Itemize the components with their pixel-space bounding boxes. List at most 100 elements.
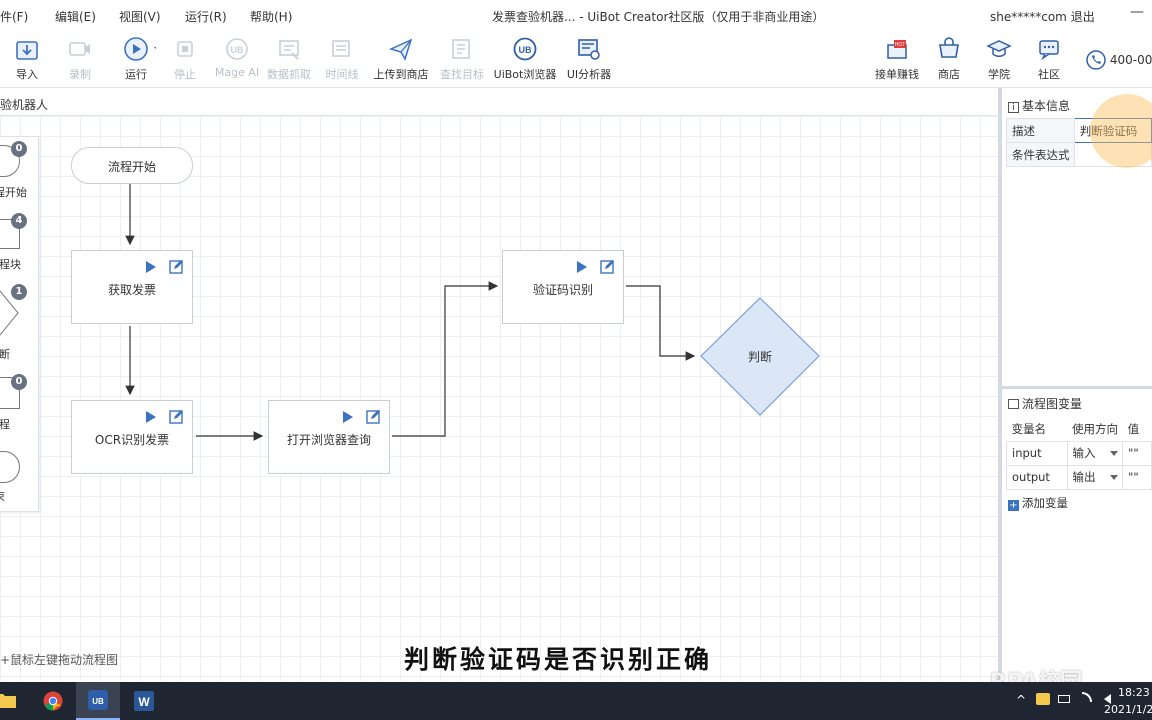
flowchart-canvas[interactable]: 流程开始 获取发票 OCR识别发票 打开浏览器查询 验证码识别 判断 [0,116,998,681]
mage-ai-icon: UB [226,38,248,60]
ui-analyzer-icon [578,39,600,60]
run-node-icon[interactable] [577,261,587,273]
variable-name[interactable]: output [1006,464,1068,490]
menu-file[interactable]: 件(F) [0,10,29,24]
minimize-button[interactable]: — [1130,4,1144,20]
chevron-up-icon[interactable]: ^ [1016,693,1027,707]
menu-edit[interactable]: 编辑(E) [55,10,96,24]
paper-plane-icon [388,38,413,61]
variable-name[interactable]: input [1006,440,1068,466]
file-explorer-task[interactable] [0,682,44,720]
palette-label: 程开始 [0,186,27,199]
clock-time[interactable]: 18:23 [1118,686,1150,699]
flow-node-judge-label: 判断 [747,350,772,364]
description-input[interactable]: 判断验证码 [1073,118,1152,143]
condition-input[interactable] [1073,142,1152,167]
variable-value[interactable]: "" [1122,464,1152,490]
canvas-hint: +鼠标左键拖动流程图 [0,653,119,667]
variable-row[interactable]: output 输出 "" [1006,464,1152,490]
direction-select[interactable]: 输入 [1066,440,1124,466]
run-node-icon[interactable] [343,411,353,423]
variable-value[interactable]: "" [1122,440,1152,466]
mage-ai-label: Mage AI [214,66,260,79]
menubar: 件(F) 编辑(E) 视图(V) 运行(R) 帮助(H) 发票查验机器... -… [0,0,1152,30]
record-icon [69,42,90,56]
find-target-button[interactable]: 查找目标 [438,36,486,82]
tab-flowchart[interactable]: 验机器人 [0,98,49,112]
run-node-icon[interactable] [146,411,156,423]
edit-icon[interactable] [600,259,615,274]
speaker-icon[interactable] [1104,694,1111,704]
menu-help[interactable]: 帮助(H) [250,10,293,24]
menu-view[interactable]: 视图(V) [119,10,161,24]
stop-button[interactable]: 停止 [170,36,200,82]
connector-captcha-to-judge [626,285,696,361]
palette-badge: 0 [11,374,27,390]
variables-panel: 流程图变量 变量名 使用方向 值 input 输入 "" output 输出 "… [1002,386,1152,681]
property-key: 条件表达式 [1006,142,1075,167]
edit-icon[interactable] [366,409,381,424]
record-button[interactable]: 录制 [64,36,96,82]
academy-button[interactable]: 学院 [984,36,1014,82]
store-icon [939,37,959,58]
panel-splitter[interactable] [998,88,1002,681]
logout-link[interactable]: 退出 [1070,10,1095,24]
community-icon [1039,40,1059,61]
wifi-icon[interactable] [1082,692,1092,702]
uibot-task[interactable]: UB [76,682,120,720]
community-button[interactable]: 社区 [1034,36,1064,82]
flow-node-open-browser[interactable]: 打开浏览器查询 [268,400,390,474]
timeline-icon [332,40,350,57]
graduation-cap-icon [986,40,1012,57]
stop-label: 停止 [174,68,196,81]
shield-icon[interactable] [1036,693,1050,705]
stop-icon [177,41,193,57]
flow-node-label: OCR识别发票 [94,433,170,447]
uibot-browser-button[interactable]: UB UiBot浏览器 [492,36,558,82]
user-account[interactable]: she*****com 退出 [990,8,1095,25]
word-task[interactable]: W [122,682,166,720]
upload-store-label: 上传到商店 [373,68,429,81]
direction-select[interactable]: 输出 [1066,464,1124,490]
edit-icon[interactable] [169,409,184,424]
phone-contact[interactable]: 400-00 [1086,50,1152,70]
timeline-button[interactable]: 时间线 [322,36,362,82]
import-button[interactable]: 导入 [10,36,44,82]
community-label: 社区 [1038,68,1060,81]
find-target-label: 查找目标 [440,68,484,81]
menu-run[interactable]: 运行(R) [185,10,227,24]
add-variable-button[interactable]: +添加变量 [1008,496,1068,511]
palette-item-judge[interactable] [0,289,20,339]
chrome-task[interactable] [31,682,75,720]
component-palette: 0 程开始 4 流程块 1 断 0 流程 束 [0,136,39,512]
upload-store-button[interactable]: 上传到商店 [372,36,430,82]
window-title: 发票查验机器... - UiBot Creator社区版（仅用于非商业用途） [492,10,825,24]
flow-node-captcha[interactable]: 验证码识别 [502,250,624,324]
data-scrape-button[interactable]: 数据抓取 [266,36,312,82]
chrome-icon [43,691,63,711]
flow-node-get-invoice[interactable]: 获取发票 [71,250,193,324]
flow-node-label: 验证码识别 [532,283,593,297]
mage-ai-button[interactable]: UB Mage AI [212,36,262,79]
flow-node-start[interactable]: 流程开始 [71,147,193,184]
phone-number: 400-00 [1109,53,1152,67]
earn-button[interactable]: HOT 接单赚钱 [872,36,922,82]
variable-row[interactable]: input 输入 "" [1006,440,1152,466]
clock-date[interactable]: 2021/1/2 [1104,703,1152,716]
run-button[interactable]: 运行 [116,36,156,82]
ui-analyzer-button[interactable]: UI分析器 [564,36,614,82]
connector-browser-to-captcha [392,281,499,437]
plus-icon: + [1008,500,1019,511]
run-node-icon[interactable] [146,261,156,273]
palette-label: 束 [0,488,5,504]
flow-node-ocr-invoice[interactable]: OCR识别发票 [71,400,193,474]
palette-label: 流程 [0,418,10,431]
uibot-icon: UB [88,690,108,710]
battery-icon[interactable] [1058,695,1070,703]
data-scrape-icon [279,40,299,60]
palette-label: 断 [0,348,10,361]
store-button[interactable]: 商店 [934,36,964,82]
flow-node-judge[interactable]: 判断 [701,298,819,415]
flow-node-label: 获取发票 [107,283,156,297]
edit-icon[interactable] [169,259,184,274]
